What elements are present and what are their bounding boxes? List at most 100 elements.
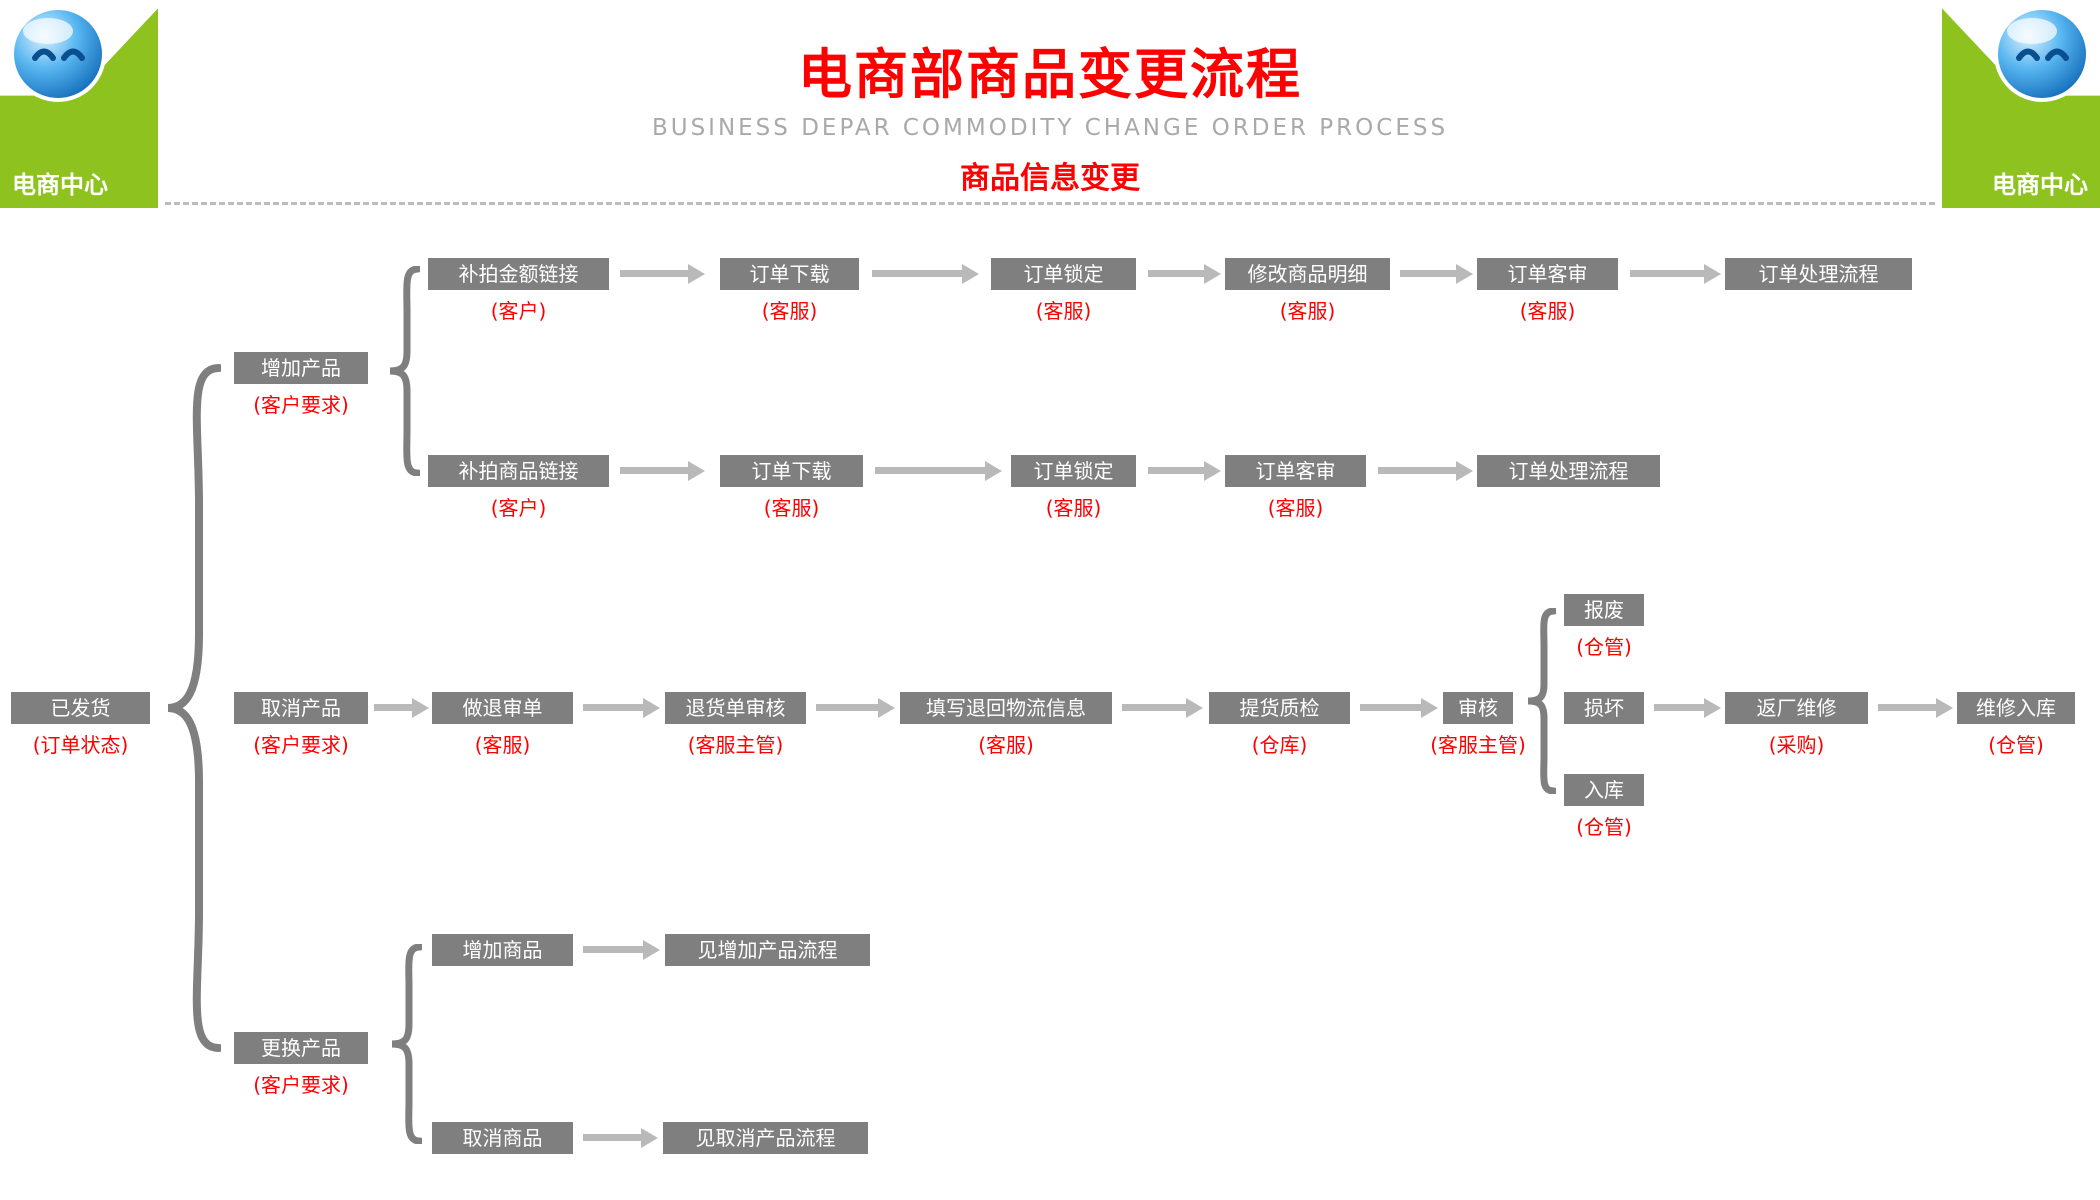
node-add-product: 增加产品 (客户要求)	[234, 352, 368, 418]
role-label: (客户要求)	[253, 1073, 349, 1097]
node-order-process-b: 订单处理流程	[1477, 455, 1660, 492]
corner-label: 电商中心	[12, 171, 108, 199]
node-box: 提货质检	[1209, 692, 1350, 724]
node-box: 订单锁定	[991, 258, 1136, 290]
arrow-right	[583, 1127, 658, 1148]
node-box: 订单客审	[1477, 258, 1618, 290]
node-box: 维修入库	[1957, 692, 2075, 724]
role-label: (仓管)	[1576, 815, 1632, 839]
node-see-cancel-flow: 见取消产品流程	[663, 1122, 868, 1159]
arrow-right	[1400, 263, 1473, 284]
role-label: (客户要求)	[253, 393, 349, 417]
node-box: 见增加产品流程	[665, 934, 870, 966]
arrow-right	[620, 263, 705, 284]
node-order-review-a: 订单客审 (客服)	[1477, 258, 1618, 324]
node-order-lock-a: 订单锁定 (客服)	[991, 258, 1136, 324]
node-add-item: 增加商品	[432, 934, 573, 971]
role-label: (客服)	[474, 733, 531, 757]
node-fill-return-logistics: 填写退回物流信息 (客服)	[900, 692, 1112, 758]
arrow-right	[1654, 697, 1721, 718]
brace-root	[163, 364, 221, 1052]
role-label: (客服)	[1267, 496, 1324, 520]
page-subtitle: BUSINESS DEPAR COMMODITY CHANGE ORDER PR…	[651, 115, 1449, 141]
node-order-download-a: 订单下载 (客服)	[720, 258, 859, 324]
node-cancel-item: 取消商品	[432, 1122, 573, 1159]
role-label: (仓管)	[1988, 733, 2044, 757]
node-box: 更换产品	[234, 1032, 368, 1064]
node-damaged: 损坏	[1564, 692, 1644, 729]
role-label: (客服)	[1045, 496, 1102, 520]
role-label: (客服主管)	[687, 733, 784, 757]
arrow-right	[875, 460, 1002, 481]
section-title: 商品信息变更	[960, 161, 1140, 196]
page-title: 电商部商品变更流程	[798, 43, 1302, 106]
role-label: (客服)	[1279, 299, 1336, 323]
arrow-right	[583, 939, 660, 960]
logo-right: 电商中心	[1942, 0, 2100, 208]
node-review: 审核 (客服主管)	[1430, 692, 1526, 758]
node-order-review-b: 订单客审 (客服)	[1225, 455, 1366, 521]
node-box: 订单处理流程	[1725, 258, 1912, 290]
role-label: (客服主管)	[1430, 733, 1526, 757]
arrow-right	[374, 697, 429, 718]
node-box: 增加商品	[432, 934, 573, 966]
role-label: (客服)	[761, 299, 818, 323]
node-warehouse-in: 入库 (仓管)	[1564, 774, 1644, 840]
header: 电商部商品变更流程 BUSINESS DEPAR COMMODITY CHANG…	[0, 0, 2100, 197]
dashed-divider	[165, 202, 1935, 205]
arrow-right	[583, 697, 660, 718]
logo-left: 电商中心	[0, 0, 158, 208]
brace-review-outcomes	[1524, 608, 1556, 794]
node-box: 取消商品	[432, 1122, 573, 1154]
arrow-right	[620, 460, 705, 481]
node-reshoot-amount-link: 补拍金额链接 (客户)	[428, 258, 609, 324]
role-label: (采购)	[1768, 733, 1825, 757]
node-box: 见取消产品流程	[663, 1122, 868, 1154]
arrow-right	[1630, 263, 1721, 284]
node-return-audit-order: 做退审单 (客服)	[432, 692, 573, 758]
node-box: 订单处理流程	[1477, 455, 1660, 487]
chat-mascot-icon	[1992, 4, 2092, 104]
node-replace-product: 更换产品 (客户要求)	[234, 1032, 368, 1098]
node-cancel-product: 取消产品 (客户要求)	[234, 692, 368, 758]
arrow-right	[1360, 697, 1438, 718]
arrow-right	[872, 263, 979, 284]
arrow-right	[1878, 697, 1953, 718]
chat-mascot-icon	[8, 4, 108, 104]
node-box: 订单客审	[1225, 455, 1366, 487]
node-box: 返厂维修	[1725, 692, 1868, 724]
node-pickup-qc: 提货质检 (仓库)	[1209, 692, 1350, 758]
brace-add-product	[386, 266, 420, 476]
node-box: 入库	[1564, 774, 1644, 806]
arrow-right	[1122, 697, 1203, 718]
node-box: 补拍商品链接	[428, 455, 609, 487]
node-shipped: 已发货 (订单状态)	[11, 692, 150, 758]
role-label: (仓库)	[1251, 733, 1308, 757]
node-box: 做退审单	[432, 692, 573, 724]
node-box: 取消产品	[234, 692, 368, 724]
node-order-process-a: 订单处理流程	[1725, 258, 1912, 295]
arrow-right	[1148, 460, 1221, 481]
node-order-lock-b: 订单锁定 (客服)	[1011, 455, 1136, 521]
corner-label: 电商中心	[1992, 171, 2088, 199]
arrow-right	[1378, 460, 1473, 481]
node-box: 订单下载	[720, 258, 859, 290]
role-label: (客服)	[1519, 299, 1576, 323]
node-box: 补拍金额链接	[428, 258, 609, 290]
role-label: (客户)	[490, 299, 547, 323]
node-box: 订单锁定	[1011, 455, 1136, 487]
node-modify-item-detail: 修改商品明细 (客服)	[1225, 258, 1390, 324]
node-box: 订单下载	[720, 455, 863, 487]
node-box: 审核	[1443, 692, 1513, 724]
role-label: (客服)	[978, 733, 1034, 757]
role-label: (客服)	[1035, 299, 1092, 323]
node-box: 损坏	[1564, 692, 1644, 724]
node-box: 填写退回物流信息	[900, 692, 1112, 724]
node-box: 退货单审核	[665, 692, 806, 724]
arrow-right	[816, 697, 895, 718]
node-factory-repair: 返厂维修 (采购)	[1725, 692, 1868, 758]
node-scrap: 报废 (仓管)	[1564, 594, 1644, 660]
brace-replace-product	[388, 944, 422, 1144]
role-label: (客户要求)	[253, 733, 349, 757]
